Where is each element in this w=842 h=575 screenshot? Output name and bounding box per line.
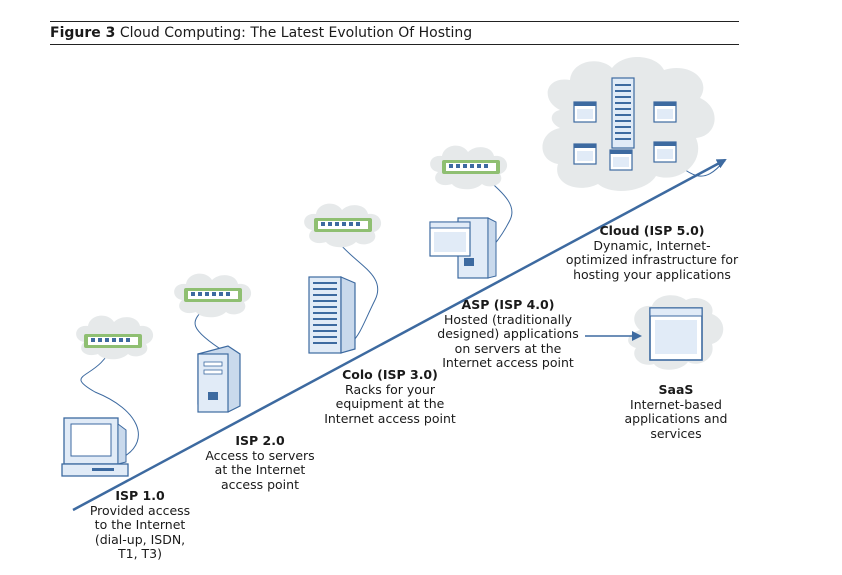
network-switch-icon-isp3 — [314, 218, 372, 232]
stage-desc-line: hosting your applications — [573, 266, 731, 282]
stage-desc-line: designed) applications — [437, 326, 579, 341]
saas-window-icon — [649, 307, 703, 361]
cloud-datacenter-icon — [542, 56, 715, 191]
stage-desc-line: on servers at the — [454, 340, 562, 356]
stage-isp2: ISP 2.0 Access to servers at the Interne… — [195, 433, 325, 492]
stage-name: ISP 1.0 — [115, 488, 165, 503]
figure-title-text: Cloud Computing: The Latest Evolution Of… — [119, 25, 473, 41]
stage-name: Cloud (ISP 5.0) — [599, 223, 705, 238]
stage-desc-line: Provided access — [89, 502, 191, 518]
stage-saas: SaaS Internet-based applications and ser… — [615, 382, 737, 441]
network-switch-icon-isp4 — [442, 160, 500, 174]
network-switch-icon-isp1 — [84, 334, 142, 348]
figure-label: Figure 3 — [50, 25, 116, 41]
stage-desc-line: Internet access point — [442, 355, 574, 370]
stage-desc-line: (dial-up, ISDN, — [94, 531, 186, 547]
stage-isp5: Cloud (ISP 5.0) Dynamic, Internet- optim… — [560, 223, 744, 282]
stage-desc-line: Access to servers — [205, 447, 315, 463]
stage-name: Colo (ISP 3.0) — [342, 367, 438, 382]
stage-desc-line: Internet access point — [324, 410, 456, 426]
stage-name: ISP 2.0 — [235, 433, 285, 448]
stage-desc-line: Internet-based — [630, 396, 722, 412]
monitor-pc-icon — [61, 417, 129, 477]
evolution-arrow — [72, 158, 727, 512]
app-server-icon — [429, 217, 497, 279]
stage-isp3: Colo (ISP 3.0) Racks for your equipment … — [315, 367, 465, 426]
stage-isp4: ASP (ISP 4.0) Hosted (traditionally desi… — [430, 297, 586, 371]
stage-desc-line: at the Internet — [214, 462, 306, 477]
stage-name: SaaS — [658, 382, 694, 397]
stage-desc-line: to the Internet — [94, 517, 186, 532]
stage-desc-line: applications and — [624, 411, 728, 426]
rack-server-icon — [308, 276, 356, 354]
stage-name: ASP (ISP 4.0) — [461, 297, 555, 312]
stage-desc-line: access point — [221, 476, 299, 492]
stage-desc-line: Racks for your — [345, 381, 435, 397]
stage-desc-line: equipment at the — [335, 396, 445, 411]
stage-desc-line: Dynamic, Internet- — [593, 237, 711, 253]
stage-desc-line: Hosted (traditionally — [444, 311, 572, 327]
stage-desc-line: optimized infrastructure for — [565, 252, 739, 267]
stage-desc-line: T1, T3) — [117, 546, 162, 561]
stage-desc-line: services — [650, 425, 702, 441]
figure-title: Figure 3 Cloud Computing: The Latest Evo… — [50, 25, 472, 41]
title-rule-top — [50, 21, 739, 22]
title-rule-bottom — [50, 44, 739, 45]
stage-isp1: ISP 1.0 Provided access to the Internet … — [74, 488, 206, 562]
network-switch-icon-isp2 — [184, 288, 242, 302]
tower-server-icon — [197, 345, 241, 413]
